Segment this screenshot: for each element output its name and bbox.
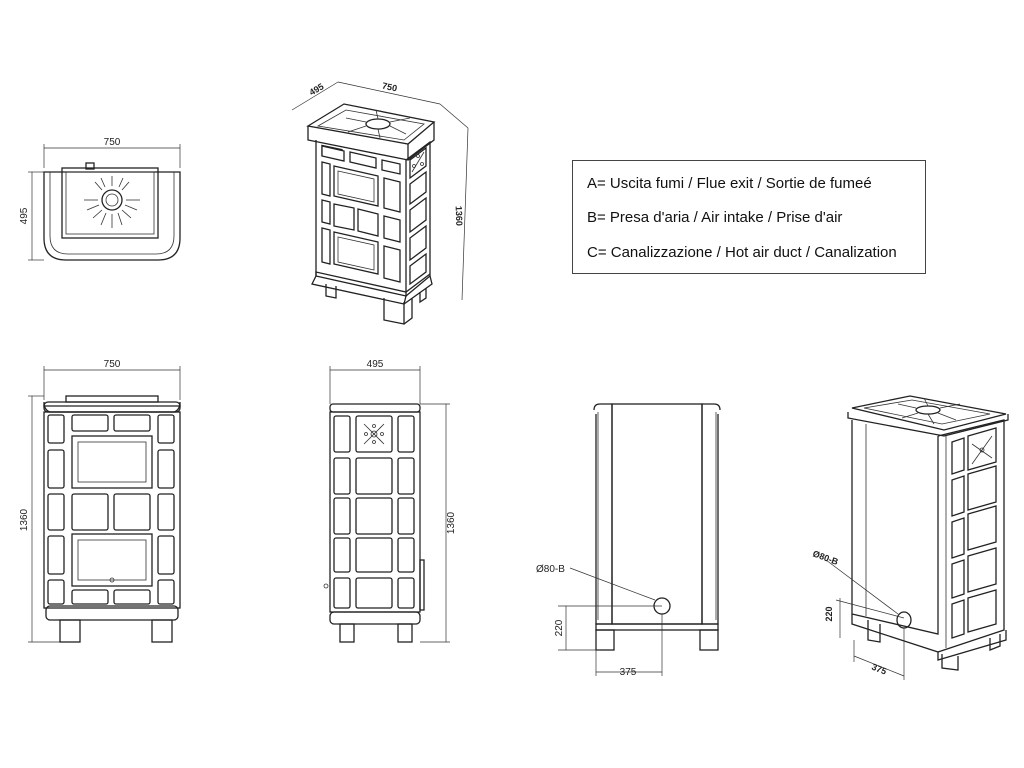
rear-pipe-height-label: 220 (554, 619, 565, 636)
side-view-depth-label: 495 (367, 359, 384, 370)
legend-box: A= Uscita fumi / Flue exit / Sortie de f… (572, 160, 926, 274)
isometric-front-view: 495 750 1360 (291, 81, 469, 325)
iso-width-label: 750 (381, 81, 398, 94)
iso-depth-label: 495 (307, 81, 325, 97)
side-view: 495 1360 (323, 359, 457, 643)
rear-view: Ø80-B 220 375 (536, 403, 721, 678)
top-view: 750 495 (19, 137, 181, 261)
front-view-width-label: 750 (104, 359, 121, 370)
iso-rear-pipe-height-label: 220 (824, 606, 834, 621)
iso-rear-pipe-offset-label: 375 (870, 662, 888, 677)
top-view-depth-label: 495 (19, 207, 30, 224)
iso-height-label: 1360 (454, 206, 465, 226)
isometric-rear-view: Ø80-B 220 375 (811, 395, 1009, 680)
rear-pipe-label: Ø80-B (536, 564, 565, 575)
rear-pipe-offset-label: 375 (620, 667, 637, 678)
legend-item-air-intake: B= Presa d'aria / Air intake / Prise d'a… (587, 209, 843, 226)
top-view-width-label: 750 (104, 137, 121, 148)
iso-rear-pipe-label: Ø80-B (811, 548, 840, 567)
front-view-height-label: 1360 (19, 508, 30, 531)
front-view: 750 1360 (19, 359, 181, 643)
legend-item-hot-air-duct: C= Canalizzazione / Hot air duct / Canal… (587, 244, 897, 261)
side-view-height-label: 1360 (446, 511, 457, 534)
legend-item-flue-exit: A= Uscita fumi / Flue exit / Sortie de f… (587, 175, 872, 192)
